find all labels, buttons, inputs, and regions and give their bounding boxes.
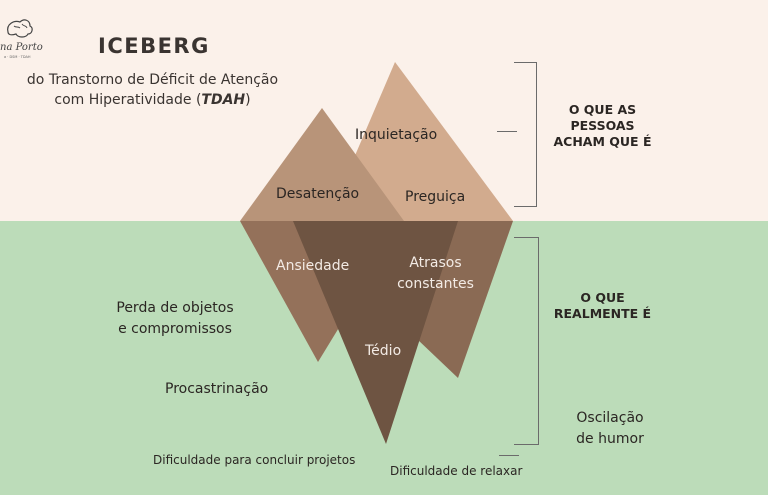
subtitle-line-1: do Transtorno de Déficit de Atenção [10, 70, 295, 90]
label-desatencao: Desatenção [276, 186, 359, 202]
bracket-top [514, 62, 537, 207]
label-inquietacao: Inquietação [355, 127, 437, 143]
page-title: ICEBERG [98, 34, 210, 58]
subtitle-emphasis: TDAH [201, 92, 245, 108]
subtitle-line-2: com Hiperatividade (TDAH) [10, 90, 295, 110]
label-preguica: Preguiça [405, 189, 465, 205]
label-perda-de-objetos: Perda de objetos e compromissos [105, 298, 245, 340]
label-dificuldade-relaxar: Dificuldade de relaxar [390, 464, 522, 478]
caption-what-it-really-is: O QUE REALMENTE É [545, 290, 660, 322]
label-dificuldade-projetos: Dificuldade para concluir projetos [153, 453, 355, 467]
label-tedio: Tédio [365, 343, 401, 359]
label-atrasos-constantes: Atrasos constantes [388, 253, 483, 295]
page-subtitle: do Transtorno de Déficit de Atenção com … [10, 70, 295, 110]
label-oscilacao-de-humor: Oscilação de humor [565, 408, 655, 450]
caption-what-people-think: O QUE AS PESSOAS ACHAM QUE É [550, 102, 655, 150]
bracket-bottom-tick [499, 455, 519, 456]
label-ansiedade: Ansiedade [276, 258, 349, 274]
label-procrastinacao: Procastrinação [165, 381, 268, 397]
bracket-bottom [514, 237, 539, 445]
